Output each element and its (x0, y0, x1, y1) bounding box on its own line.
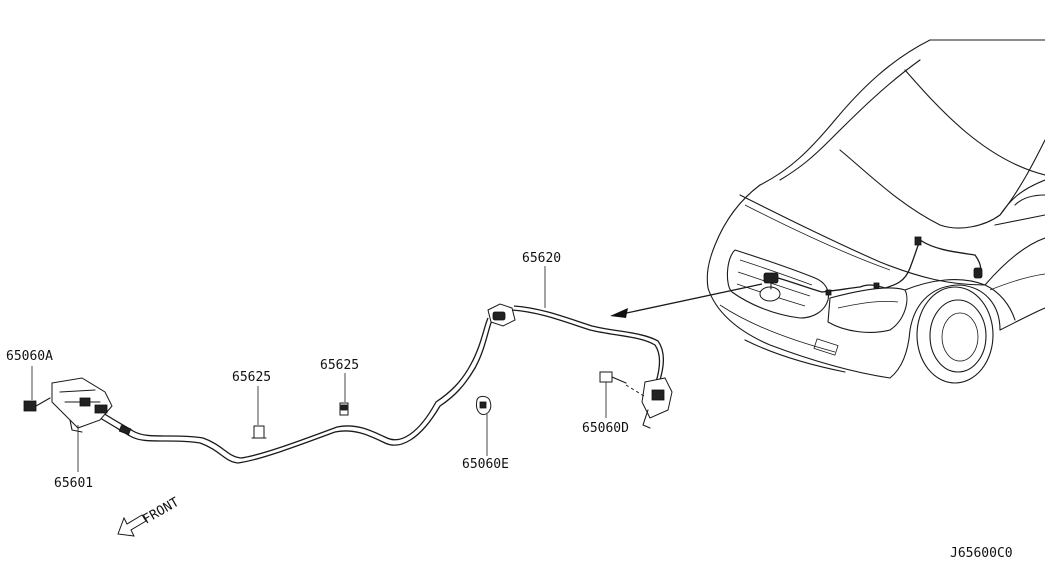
bolt-65060a (23, 397, 51, 412)
bolt-65060d (599, 371, 645, 397)
part-label-65620: 65620 (522, 251, 561, 266)
clip-65625-right (339, 402, 349, 416)
clip-65625-left (251, 425, 267, 439)
leader-lines (31, 266, 607, 472)
clip-65060e (476, 395, 492, 415)
part-label-65060a: 65060A (6, 349, 53, 364)
part-label-65060d: 65060D (582, 421, 629, 436)
hood-release-cable (99, 303, 673, 464)
part-label-65060e: 65060E (462, 457, 509, 472)
vehicle-front-illustration (706, 39, 1045, 384)
part-label-65601: 65601 (54, 476, 93, 491)
detail-arrow (610, 283, 763, 318)
part-label-65625-right: 65625 (320, 358, 359, 373)
front-label: FRONT (141, 495, 183, 528)
diagram-code: J65600C0 (950, 546, 1013, 561)
part-label-65625-left: 65625 (232, 370, 271, 385)
front-direction-indicator (117, 514, 147, 537)
release-handle-65601 (51, 377, 113, 433)
